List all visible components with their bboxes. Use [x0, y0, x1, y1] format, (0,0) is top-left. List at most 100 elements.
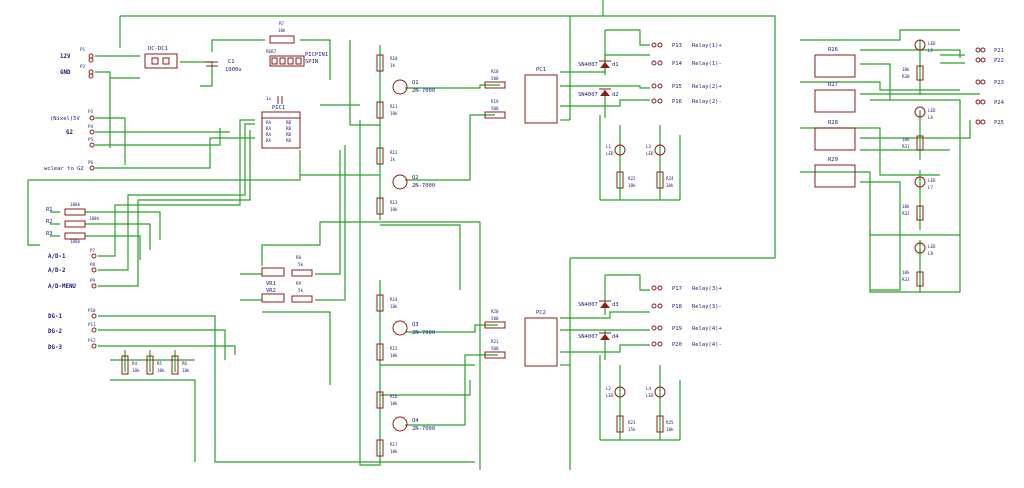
- label-ad-menu: A/D-MENU: [48, 284, 76, 290]
- r15-value: 10k: [390, 353, 398, 358]
- r18-ref: R18: [491, 69, 499, 74]
- label-dg2: DG-2: [48, 329, 62, 335]
- p18-ref: P18: [672, 304, 682, 310]
- r21-value: 500: [491, 346, 499, 351]
- r18-value: 500: [491, 76, 499, 81]
- left-input-g2: G2 P4: [66, 124, 95, 136]
- p19-label: Relay(4)+: [692, 326, 722, 332]
- l2-ref: L2: [606, 386, 612, 391]
- l1-ref: L1: [606, 144, 612, 149]
- l7-ref: L7: [928, 185, 934, 190]
- r31-value: 10k: [902, 137, 910, 142]
- l1-text: LED: [606, 151, 614, 156]
- svg-text:RA: RA: [266, 126, 272, 131]
- r6-ref: R6: [182, 361, 188, 366]
- r5-ref: R5: [157, 361, 163, 366]
- right-leds: LED L5 10k R30 LED L6 10k R31 LED L7 10k…: [902, 39, 936, 287]
- resistor-r7: R7 10k: [269, 21, 295, 44]
- l8-ref: L8: [928, 251, 934, 256]
- ref-p8: P8: [90, 262, 96, 267]
- p15-ref: P15: [672, 84, 682, 90]
- transistor-q2: R12 1k Q2 2N-7000 R13 10k: [376, 147, 435, 215]
- p15-label: Relay(2)+: [692, 84, 722, 90]
- l5-text: LED: [928, 41, 936, 46]
- r11-value: 10k: [390, 111, 398, 116]
- relay-outputs: P13 Relay(1)+ P14 Relay(1)- P15 Relay(2)…: [651, 42, 722, 348]
- l8-text: LED: [928, 244, 936, 249]
- p22-ref: P22: [994, 58, 1004, 64]
- p20-label: Relay(4)-: [692, 342, 722, 348]
- r33-ref: R33: [902, 277, 910, 282]
- c1-value: 1000u: [225, 67, 242, 73]
- relay-output-2p: P15 Relay(2)+: [651, 83, 722, 90]
- label-g2: G2: [66, 130, 73, 136]
- mcu-ref: PIC1: [272, 105, 285, 111]
- p14-label: Relay(1)-: [692, 61, 722, 67]
- d1-ref: d1: [612, 62, 619, 68]
- r24-value: 10k: [666, 183, 674, 188]
- r20-ref: R20: [491, 309, 499, 314]
- right-switches: R26 R27 R28 R29: [814, 47, 856, 188]
- r21-ref: R21: [491, 339, 499, 344]
- r7-ref: R7: [279, 21, 285, 26]
- r14-ref: R14: [390, 297, 398, 302]
- q2-ref: Q2: [412, 175, 419, 181]
- label-dg3: DG-3: [48, 345, 62, 351]
- l7-text: LED: [928, 178, 936, 183]
- resistor-bank: R1 R2 R3 100k 100k 100k: [46, 202, 100, 244]
- r32-ref: R32: [902, 211, 910, 216]
- r16-value: 10k: [390, 401, 398, 406]
- p13-label: Relay(1)+: [692, 43, 722, 49]
- ref-p10: P10: [88, 308, 96, 313]
- r28-ref: R28: [828, 120, 838, 126]
- p23-ref: P23: [994, 80, 1004, 86]
- r27-ref: R27: [828, 82, 838, 88]
- p16-ref: P16: [672, 99, 682, 105]
- r23-value: 15k: [628, 427, 636, 432]
- relay-output-3p: P17 Relay(3)+: [651, 285, 722, 292]
- led-l4: L4 LED R25 10k: [646, 386, 674, 433]
- d4-ref: d4: [612, 334, 619, 340]
- r10-value: 1k: [390, 63, 396, 68]
- switch-r28: R28: [814, 120, 856, 151]
- r13-ref: R13: [390, 200, 398, 205]
- led-l2: L2 LED R23 15k: [606, 386, 636, 433]
- l2-text: LED: [606, 393, 614, 398]
- relay-output-1p: P13 Relay(1)+: [651, 42, 722, 49]
- left-input-p5: P5: [88, 137, 95, 148]
- led-l7: LED L7 10k R32: [902, 176, 936, 221]
- ref-p5: P5: [88, 137, 94, 142]
- ref-p9: P9: [90, 278, 96, 283]
- l6-text: LED: [928, 108, 936, 113]
- p13-ref: P13: [672, 43, 682, 49]
- p14-ref: P14: [672, 61, 683, 67]
- ref-p4: P4: [88, 124, 94, 129]
- right-outputs: P21 P22 P23 P24 P25: [975, 47, 1005, 126]
- l4-text: LED: [646, 393, 654, 398]
- relay-output-3m: P18 Relay(3)-: [651, 303, 722, 310]
- label-clear-g2: wclear to G2: [44, 166, 84, 172]
- r30-value: 10k: [902, 67, 910, 72]
- analog-inputs: A/D-1 A/D-2 A/D-MENU P7 P8 P9: [48, 248, 97, 290]
- l6-ref: L6: [928, 115, 934, 120]
- led-l3: L3 LED R24 10k: [646, 144, 674, 189]
- r25-value: 10k: [666, 427, 674, 432]
- svg-text:RA: RA: [266, 132, 272, 137]
- l4-ref: L4: [646, 386, 652, 391]
- transistor-q4: R16 10k Q4 2N-7000 R17 10k: [376, 391, 435, 457]
- r16-ref: R16: [390, 394, 398, 399]
- left-input-5v: (Nixel)5V P3: [50, 109, 95, 122]
- r8-ref: R8: [296, 255, 302, 260]
- d3-ref: d3: [612, 302, 619, 308]
- power-input-gnd: GND P2: [60, 64, 94, 79]
- p25-ref: P25: [994, 120, 1004, 126]
- r19-ref: R19: [491, 99, 499, 104]
- potentiometers: VR1 VR2 R8 5k R9 5k: [261, 255, 313, 303]
- r22-ref: R22: [628, 176, 636, 181]
- svg-text:RB: RB: [286, 126, 292, 131]
- r24-ref: R24: [666, 176, 674, 181]
- relay-output-4p: P19 Relay(4)+: [651, 325, 722, 332]
- r6-value: 10k: [182, 368, 190, 373]
